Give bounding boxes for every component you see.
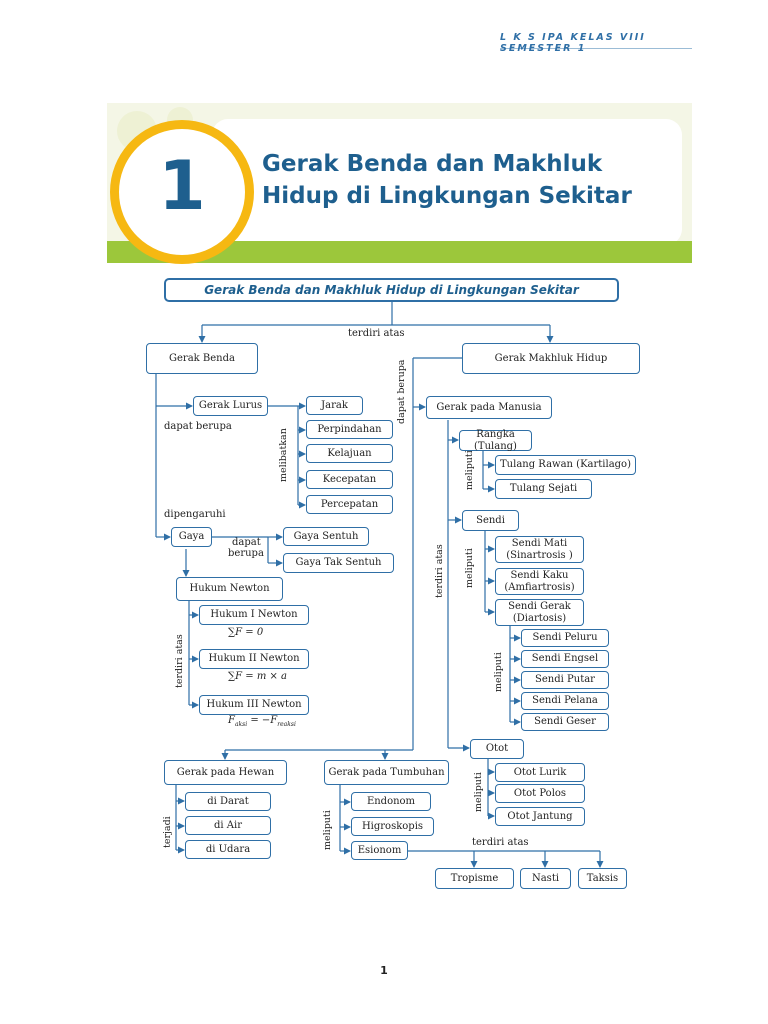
- label-terdiri-atas: terdiri atas: [348, 328, 405, 339]
- formula-hukum-2: ∑F = m × a: [228, 671, 287, 682]
- node-gerak-pada-hewan: Gerak pada Hewan: [164, 760, 287, 785]
- node-kelajuan: Kelajuan: [306, 444, 393, 463]
- node-perpindahan: Perpindahan: [306, 420, 393, 439]
- chapter-title-line1: Gerak Benda dan Makhluk: [262, 151, 603, 177]
- node-otot: Otot: [470, 739, 524, 759]
- node-di-darat: di Darat: [185, 792, 271, 811]
- page-header: L K S IPA KELAS VIII SEMESTER 1: [500, 32, 692, 54]
- sendi-mati-line1: Sendi Mati: [511, 537, 568, 549]
- node-gerak-pada-tumbuhan: Gerak pada Tumbuhan: [324, 760, 449, 785]
- formula-sub-reaksi: reaksi: [277, 721, 296, 728]
- vlabel-meliputi-tumbuhan: meliputi: [322, 810, 333, 850]
- sendi-kaku-line1: Sendi Kaku: [510, 569, 569, 581]
- vlabel-terdiri-atas-newton: terdiri atas: [174, 634, 185, 688]
- chapter-title: Gerak Benda dan Makhluk Hidup di Lingkun…: [262, 148, 682, 212]
- vlabel-meliputi-rangka: meliputi: [464, 450, 475, 490]
- node-higroskopis: Higroskopis: [351, 817, 434, 836]
- node-sendi-peluru: Sendi Peluru: [521, 629, 609, 647]
- sendi-kaku-line2: (Amfiartrosis): [504, 581, 575, 593]
- node-endonom: Endonom: [351, 792, 431, 811]
- node-hukum-newton: Hukum Newton: [176, 577, 283, 601]
- node-gaya-tak-sentuh: Gaya Tak Sentuh: [283, 553, 394, 573]
- node-nasti: Nasti: [520, 868, 571, 889]
- node-tropisme: Tropisme: [435, 868, 514, 889]
- banner-panel: [212, 119, 682, 245]
- node-rangka: Rangka (Tulang): [459, 429, 532, 452]
- sendi-gerak-line2: (Diartosis): [512, 612, 567, 624]
- banner-green-bar: [107, 241, 692, 263]
- label-dapat-berupa: dapat berupa: [164, 421, 232, 432]
- node-sendi-putar: Sendi Putar: [521, 671, 609, 689]
- node-otot-polos: Otot Polos: [495, 784, 585, 803]
- node-gaya: Gaya: [171, 527, 212, 547]
- node-taksis: Taksis: [578, 868, 627, 889]
- node-gaya-sentuh: Gaya Sentuh: [283, 527, 369, 546]
- sendi-mati-line2: (Sinartrosis ): [506, 549, 573, 561]
- node-tulang-rawan: Tulang Rawan (Kartilago): [495, 455, 636, 475]
- formula-hukum-3: Faksi = −Freaksi: [228, 715, 296, 728]
- label-dapat: dapat: [232, 537, 261, 548]
- header-text: L K S IPA KELAS VIII SEMESTER 1: [500, 32, 646, 54]
- node-tulang-sejati: Tulang Sejati: [495, 479, 592, 499]
- node-sendi-gerak: Sendi Gerak(Diartosis): [495, 599, 584, 626]
- label-dipengaruhi: dipengaruhi: [164, 509, 226, 520]
- chapter-number: 1: [158, 147, 206, 226]
- formula-mid: = −F: [247, 715, 278, 726]
- formula-hukum-1: ∑F = 0: [228, 627, 264, 638]
- formula-sub-aksi: aksi: [234, 721, 248, 728]
- chapter-number-badge: 1: [110, 120, 254, 264]
- node-otot-jantung: Otot Jantung: [495, 807, 585, 826]
- node-gerak-makhluk-hidup: Gerak Makhluk Hidup: [462, 343, 640, 374]
- node-jarak: Jarak: [306, 396, 363, 415]
- node-hukum-1: Hukum I Newton: [199, 605, 309, 625]
- node-gerak-lurus: Gerak Lurus: [193, 396, 268, 416]
- formula-f: F: [228, 715, 235, 726]
- label-terdiri-atas-esionom: terdiri atas: [472, 837, 529, 848]
- node-sendi-geser: Sendi Geser: [521, 713, 609, 731]
- node-kecepatan: Kecepatan: [306, 470, 393, 489]
- node-gerak-benda: Gerak Benda: [146, 343, 258, 374]
- chapter-title-line2: Hidup di Lingkungan Sekitar: [262, 183, 632, 209]
- node-hukum-3: Hukum III Newton: [199, 695, 309, 715]
- vlabel-terjadi: terjadi: [162, 816, 173, 848]
- vlabel-meliputi-sendi-gerak: meliputi: [493, 652, 504, 692]
- label-berupa: berupa: [228, 548, 264, 559]
- node-percepatan: Percepatan: [306, 495, 393, 514]
- node-gerak-pada-manusia: Gerak pada Manusia: [426, 396, 552, 419]
- vlabel-terdiri-atas-manusia: terdiri atas: [434, 544, 445, 598]
- vlabel-melibatkan: melibatkan: [278, 428, 289, 482]
- node-otot-lurik: Otot Lurik: [495, 763, 585, 782]
- node-sendi-kaku: Sendi Kaku(Amfiartrosis): [495, 568, 584, 595]
- node-sendi: Sendi: [462, 510, 519, 531]
- node-sendi-mati: Sendi Mati(Sinartrosis ): [495, 536, 584, 563]
- node-esionom: Esionom: [351, 841, 408, 860]
- page-number: 1: [380, 964, 388, 977]
- node-sendi-pelana: Sendi Pelana: [521, 692, 609, 710]
- node-di-udara: di Udara: [185, 840, 271, 859]
- vlabel-meliputi-otot: meliputi: [473, 772, 484, 812]
- concept-map-title: Gerak Benda dan Makhluk Hidup di Lingkun…: [164, 278, 619, 302]
- sendi-gerak-line1: Sendi Gerak: [508, 600, 571, 612]
- node-sendi-engsel: Sendi Engsel: [521, 650, 609, 668]
- vlabel-dapat-berupa: dapat berupa: [396, 359, 407, 424]
- node-di-air: di Air: [185, 816, 271, 835]
- vlabel-meliputi-sendi: meliputi: [464, 548, 475, 588]
- node-hukum-2: Hukum II Newton: [199, 649, 309, 669]
